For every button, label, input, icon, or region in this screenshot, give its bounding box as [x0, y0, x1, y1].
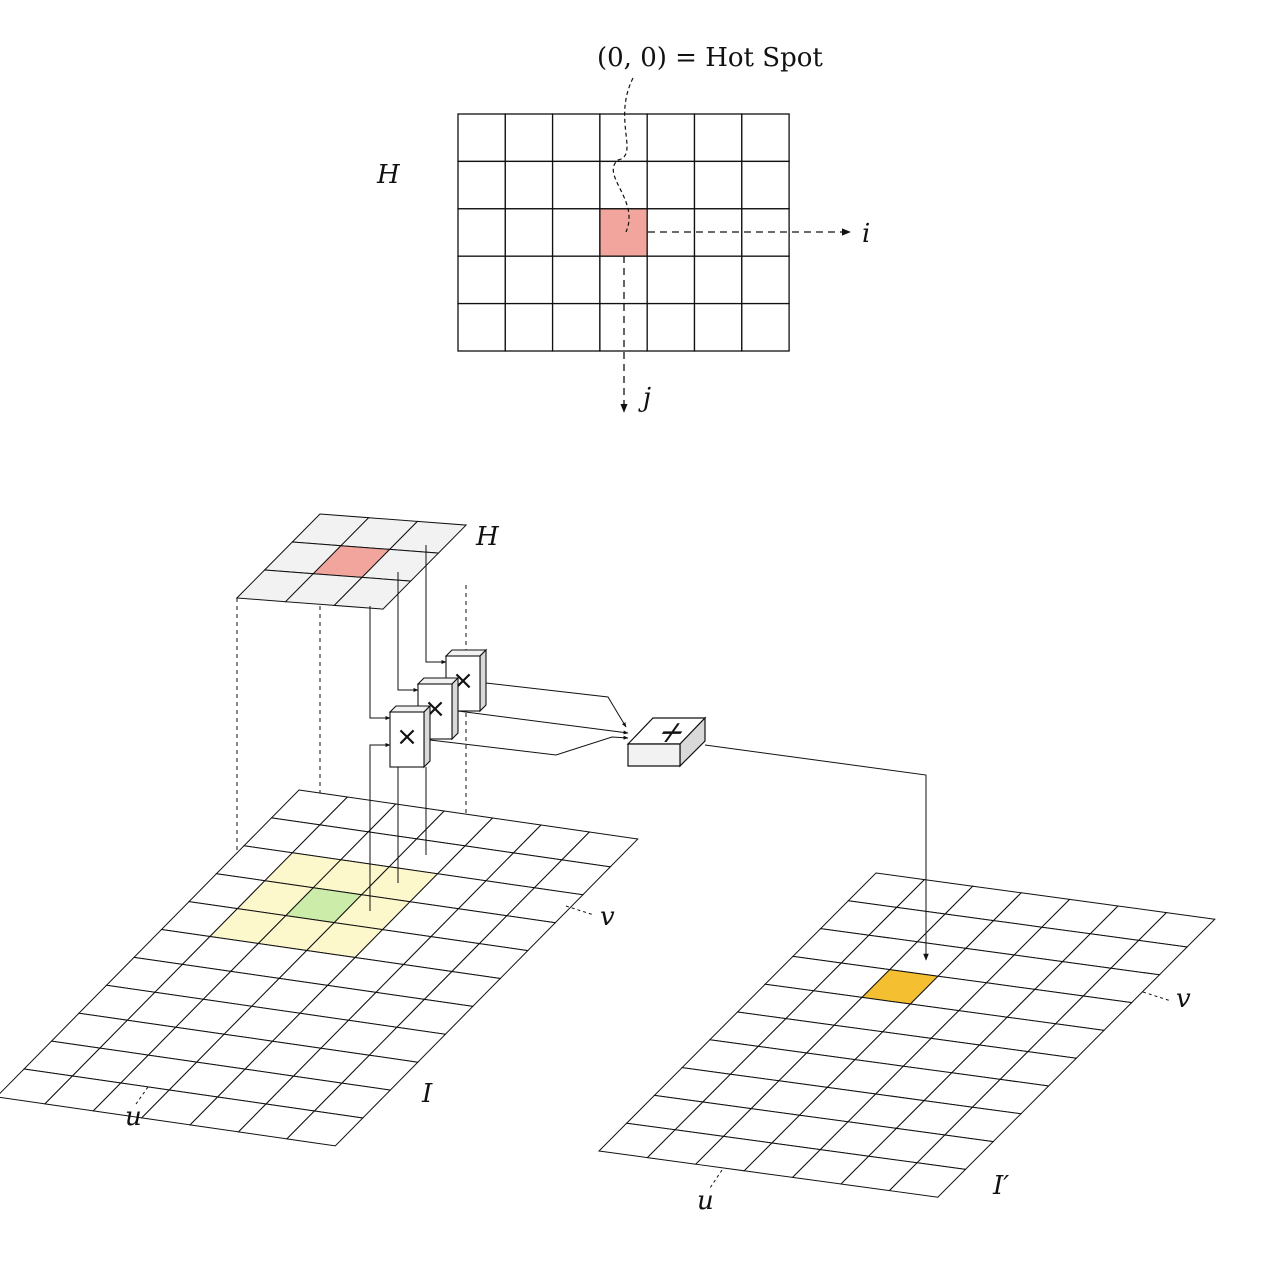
kernel-cell — [551, 255, 601, 305]
output-pixel — [888, 1162, 967, 1198]
kernel-grid-top — [457, 113, 790, 352]
kernel-grid-perspective — [235, 513, 468, 610]
kernel-cell — [457, 113, 506, 163]
kernel-cell — [741, 113, 790, 163]
multiplier-block-3: × — [388, 704, 432, 769]
kernel-label-top: H — [376, 160, 401, 190]
multiplier-block-1: × — [444, 648, 488, 713]
axis-i-label: i — [862, 219, 870, 249]
kernel-cell — [693, 160, 743, 210]
kernel-cell — [457, 302, 506, 352]
input-pixel — [285, 1110, 364, 1147]
kernel-cell — [741, 160, 790, 210]
output-u-label: u — [697, 1186, 714, 1216]
kernel-cell — [741, 255, 790, 305]
multiplier-top-face — [416, 677, 460, 685]
input-v-label: v — [600, 902, 615, 932]
kernel-cell — [646, 113, 696, 163]
kernel-cell — [457, 160, 506, 210]
kernel-cell — [599, 160, 648, 210]
output-v-label: v — [1176, 984, 1191, 1014]
kernel-cell — [741, 302, 790, 352]
kernel-cell — [693, 302, 743, 352]
kernel-label-perspective: H — [475, 522, 500, 552]
kernel-cell — [457, 208, 506, 257]
summation-block: + — [626, 714, 707, 768]
output-image-grid — [597, 872, 1216, 1198]
multiplier-blocks: ××× — [388, 648, 488, 769]
input-v-tick — [565, 905, 595, 916]
output-u-tick — [709, 1169, 723, 1189]
kernel-cell — [693, 255, 743, 305]
axis-j-label: j — [638, 383, 651, 413]
kernel-cell — [551, 160, 601, 210]
hotspot-annotation: (0, 0) = Hot Spot — [597, 43, 823, 73]
kernel3d-cell — [333, 576, 412, 610]
input-u-label: u — [125, 1102, 142, 1132]
input-image-grid — [0, 789, 639, 1147]
kernel-cell — [693, 113, 743, 163]
hotspot-leader-line — [612, 77, 634, 233]
kernel-cell — [504, 255, 554, 305]
hotspot-cell — [599, 208, 648, 257]
kernel-cell — [551, 208, 601, 257]
kernel-cell — [504, 113, 554, 163]
input-label: I — [421, 1079, 433, 1109]
multiplier-side-face — [451, 676, 459, 741]
kernel-cell — [646, 160, 696, 210]
kernel-cell — [551, 302, 601, 352]
kernel-cell — [646, 255, 696, 305]
kernel-cell — [504, 302, 554, 352]
kernel-cell — [504, 208, 554, 257]
signal-lines — [369, 545, 929, 961]
kernel-cell — [504, 160, 554, 210]
output-label: I′ — [992, 1171, 1009, 1201]
kernel-cell — [646, 302, 696, 352]
output-v-tick — [1142, 991, 1172, 1002]
multiplier-top-face — [388, 705, 432, 713]
multiplier-top-face — [444, 649, 488, 657]
multiplier-front-face — [389, 711, 425, 768]
multiplier-side-face — [479, 648, 487, 713]
multiplier-symbol: × — [396, 722, 418, 752]
kernel-cell — [551, 113, 601, 163]
multiplier-side-face — [423, 704, 431, 769]
kernel-cell — [457, 255, 506, 305]
kernel-cell — [599, 113, 648, 163]
